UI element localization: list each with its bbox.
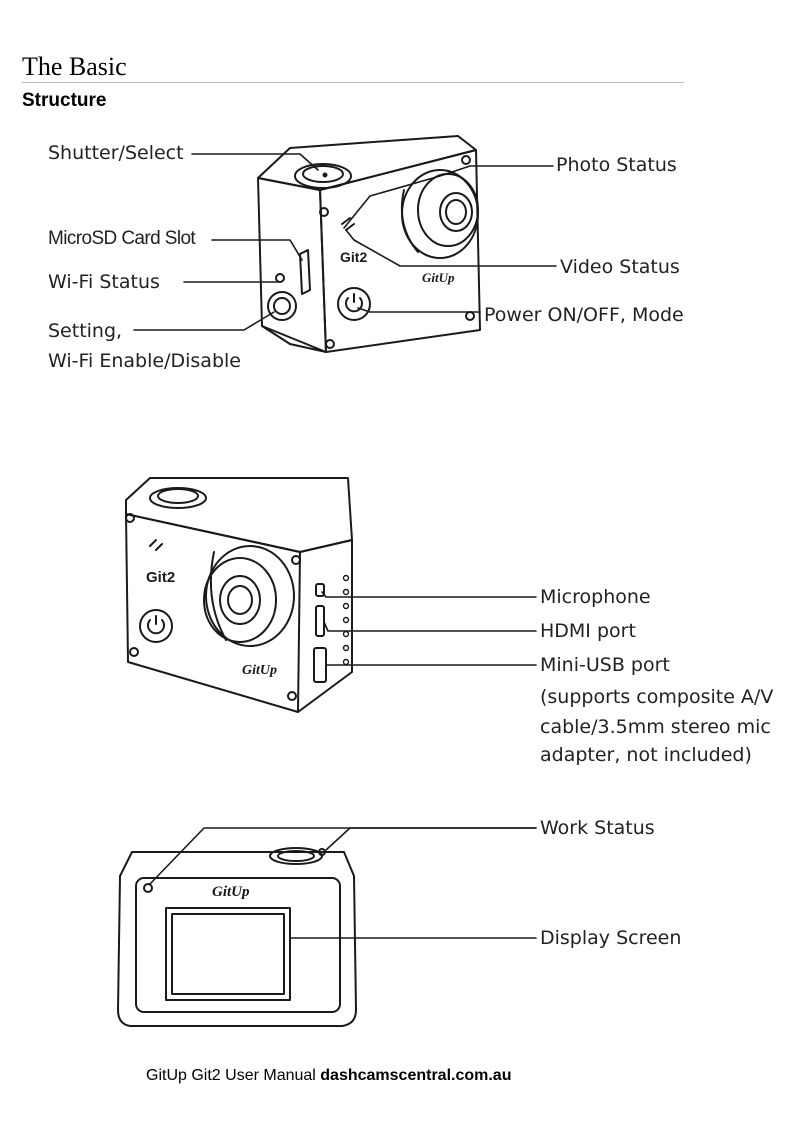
camera-front-view-illustration bbox=[257, 135, 481, 353]
label-setting: Setting, bbox=[48, 320, 123, 342]
camera-side-view-illustration bbox=[125, 477, 353, 713]
camera-back-view-illustration bbox=[117, 847, 357, 1027]
section-heading: Structure bbox=[22, 90, 107, 111]
label-wifi-enable-disable: Wi-Fi Enable/Disable bbox=[48, 350, 241, 372]
leader-lines-diagram1 bbox=[133, 153, 557, 331]
label-video-status: Video Status bbox=[560, 256, 680, 278]
leader-lines-diagram3 bbox=[149, 827, 537, 939]
label-work-status: Work Status bbox=[540, 817, 655, 839]
label-hdmi-port: HDMI port bbox=[540, 620, 636, 642]
label-wifi-status: Wi-Fi Status bbox=[48, 271, 160, 293]
label-mini-usb-port: Mini-USB port bbox=[540, 654, 670, 676]
page-title: The Basic bbox=[22, 52, 127, 81]
label-shutter-select: Shutter/Select bbox=[48, 142, 184, 164]
label-power-mode: Power ON/OFF, Mode bbox=[484, 304, 684, 326]
label-mini-usb-note-3: adapter, not included) bbox=[540, 744, 752, 766]
camera-brand-text: Git2 bbox=[146, 569, 175, 586]
label-photo-status: Photo Status bbox=[556, 154, 677, 176]
gitup-logo: GitUp bbox=[212, 884, 250, 900]
label-mini-usb-note-2: cable/3.5mm stereo mic bbox=[540, 716, 771, 738]
gitup-logo: GitUp bbox=[242, 663, 277, 678]
camera-brand-text: Git2 bbox=[340, 249, 367, 265]
leader-lines-diagram2 bbox=[321, 591, 537, 666]
label-microphone: Microphone bbox=[540, 586, 651, 608]
gitup-logo: GitUp bbox=[422, 270, 455, 285]
label-mini-usb-note-1: (supports composite A/V bbox=[540, 686, 774, 708]
label-display-screen: Display Screen bbox=[540, 927, 682, 949]
label-microsd-card-slot: MicroSD Card Slot bbox=[48, 228, 196, 249]
footer-website: dashcamscentral.com.au bbox=[320, 1067, 512, 1084]
page-footer: GitUp Git2 User Manual dashcamscentral.c… bbox=[146, 1066, 511, 1086]
footer-text: GitUp Git2 User Manual bbox=[146, 1067, 321, 1084]
title-divider bbox=[22, 82, 684, 83]
